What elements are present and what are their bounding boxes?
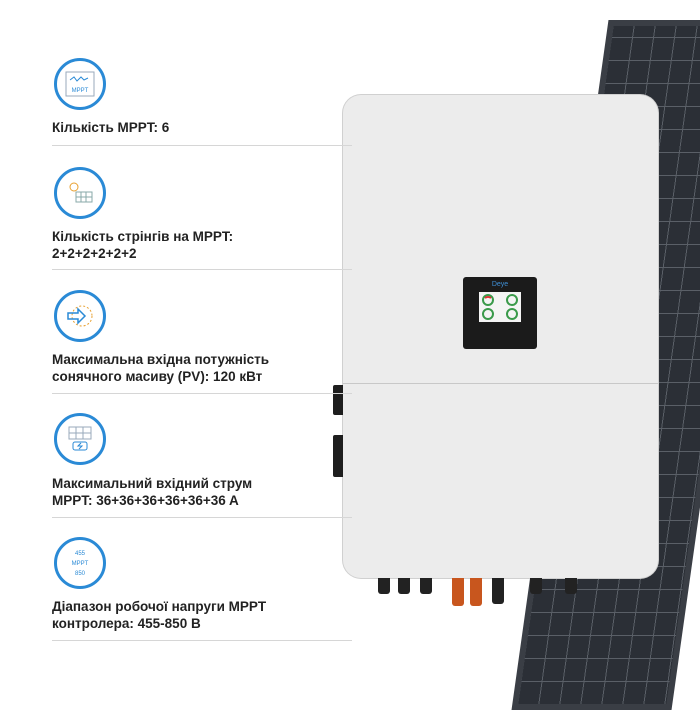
connector — [452, 578, 464, 606]
spec-label-strings-per-mppt: Кількість стрінгів на MPPT: 2+2+2+2+2+2 — [52, 229, 234, 261]
spec-label-mppt-count: Кількість MPPT: 6 — [52, 120, 170, 135]
voltage-range-icon: 455 MPPT 850 — [54, 537, 106, 589]
connector — [378, 578, 390, 594]
divider — [52, 269, 352, 270]
mppt-monitor-icon: MPPT — [54, 58, 106, 110]
gauge-icons — [482, 294, 518, 320]
divider — [52, 393, 352, 394]
svg-text:MPPT: MPPT — [72, 561, 89, 567]
arrow-gear-icon — [54, 290, 106, 342]
inverter-display: Deye — [463, 277, 537, 349]
connector — [470, 578, 482, 606]
svg-text:850: 850 — [75, 571, 86, 577]
spec-label-max-pv-power: Максимальна вхідна потужність сонячного … — [52, 352, 270, 384]
brand-logo: Deye — [491, 281, 509, 288]
divider — [52, 145, 352, 146]
connector — [530, 578, 542, 594]
spec-label-max-input-current: Максимальний вхідний струм MPPT: 36+36+3… — [52, 476, 253, 508]
divider — [52, 517, 352, 518]
inverter-image: Deye — [333, 95, 658, 578]
svg-text:MPPT: MPPT — [72, 88, 89, 94]
inverter-split-line — [343, 383, 658, 384]
solar-panel-battery-icon — [54, 413, 106, 465]
bulb-solar-panel-icon — [54, 167, 106, 219]
connector — [420, 578, 432, 594]
divider — [52, 640, 352, 641]
inverter-handle — [333, 435, 343, 477]
svg-text:455: 455 — [75, 551, 86, 557]
inverter-handle — [333, 385, 343, 415]
display-lcd — [479, 292, 521, 322]
connector — [398, 578, 410, 594]
connector — [565, 578, 577, 594]
connector — [492, 578, 504, 604]
spec-label-mppt-voltage-range: Діапазон робочої напруги MPPT контролера… — [52, 599, 267, 631]
